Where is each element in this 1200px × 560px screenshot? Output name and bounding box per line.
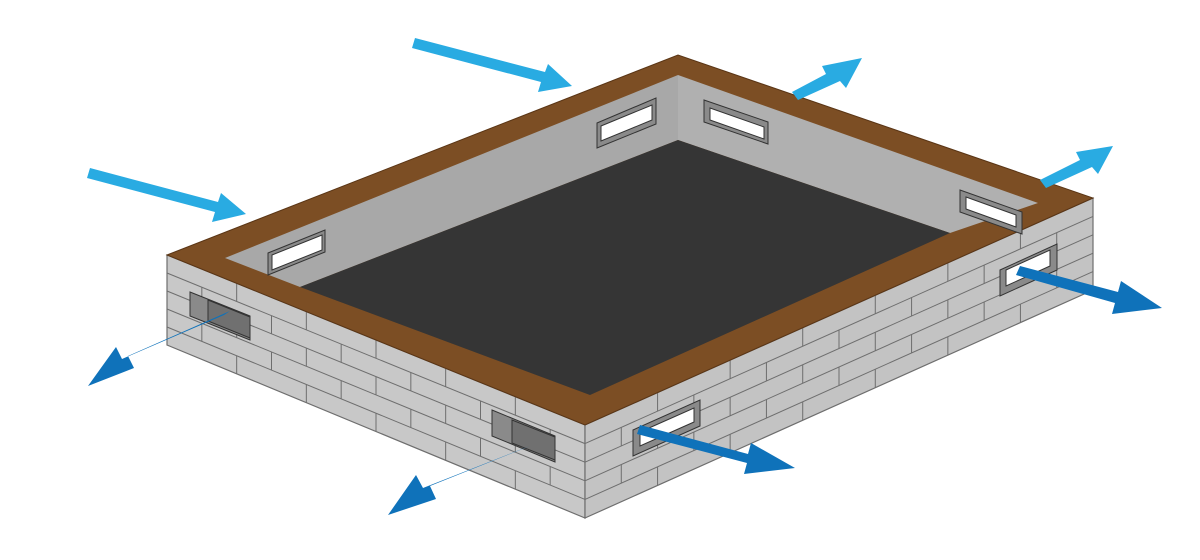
inner-vent-3 [703, 99, 769, 145]
inner-vent-4 [959, 189, 1023, 235]
airflow-out-arrow-1 [88, 311, 230, 386]
inner-cavity [225, 75, 1038, 395]
inner-back-right-wall [678, 75, 1038, 233]
airflow-out-arrow-top-2 [1040, 146, 1113, 188]
inner-vent-1 [267, 229, 326, 276]
crawlspace-floor [300, 140, 950, 395]
inner-vent-2 [596, 97, 657, 149]
airflow-in-arrow-2 [87, 168, 246, 222]
airflow-in-arrow-1 [412, 38, 572, 92]
airflow-out-arrow-2 [388, 446, 530, 515]
outer-vent-left-2 [491, 409, 556, 463]
airflow-out-arrow-3 [637, 425, 795, 474]
airflow-out-arrow-4 [1016, 266, 1162, 314]
airflow-out-arrow-top-1 [792, 58, 862, 100]
inner-back-left-wall [225, 75, 678, 287]
